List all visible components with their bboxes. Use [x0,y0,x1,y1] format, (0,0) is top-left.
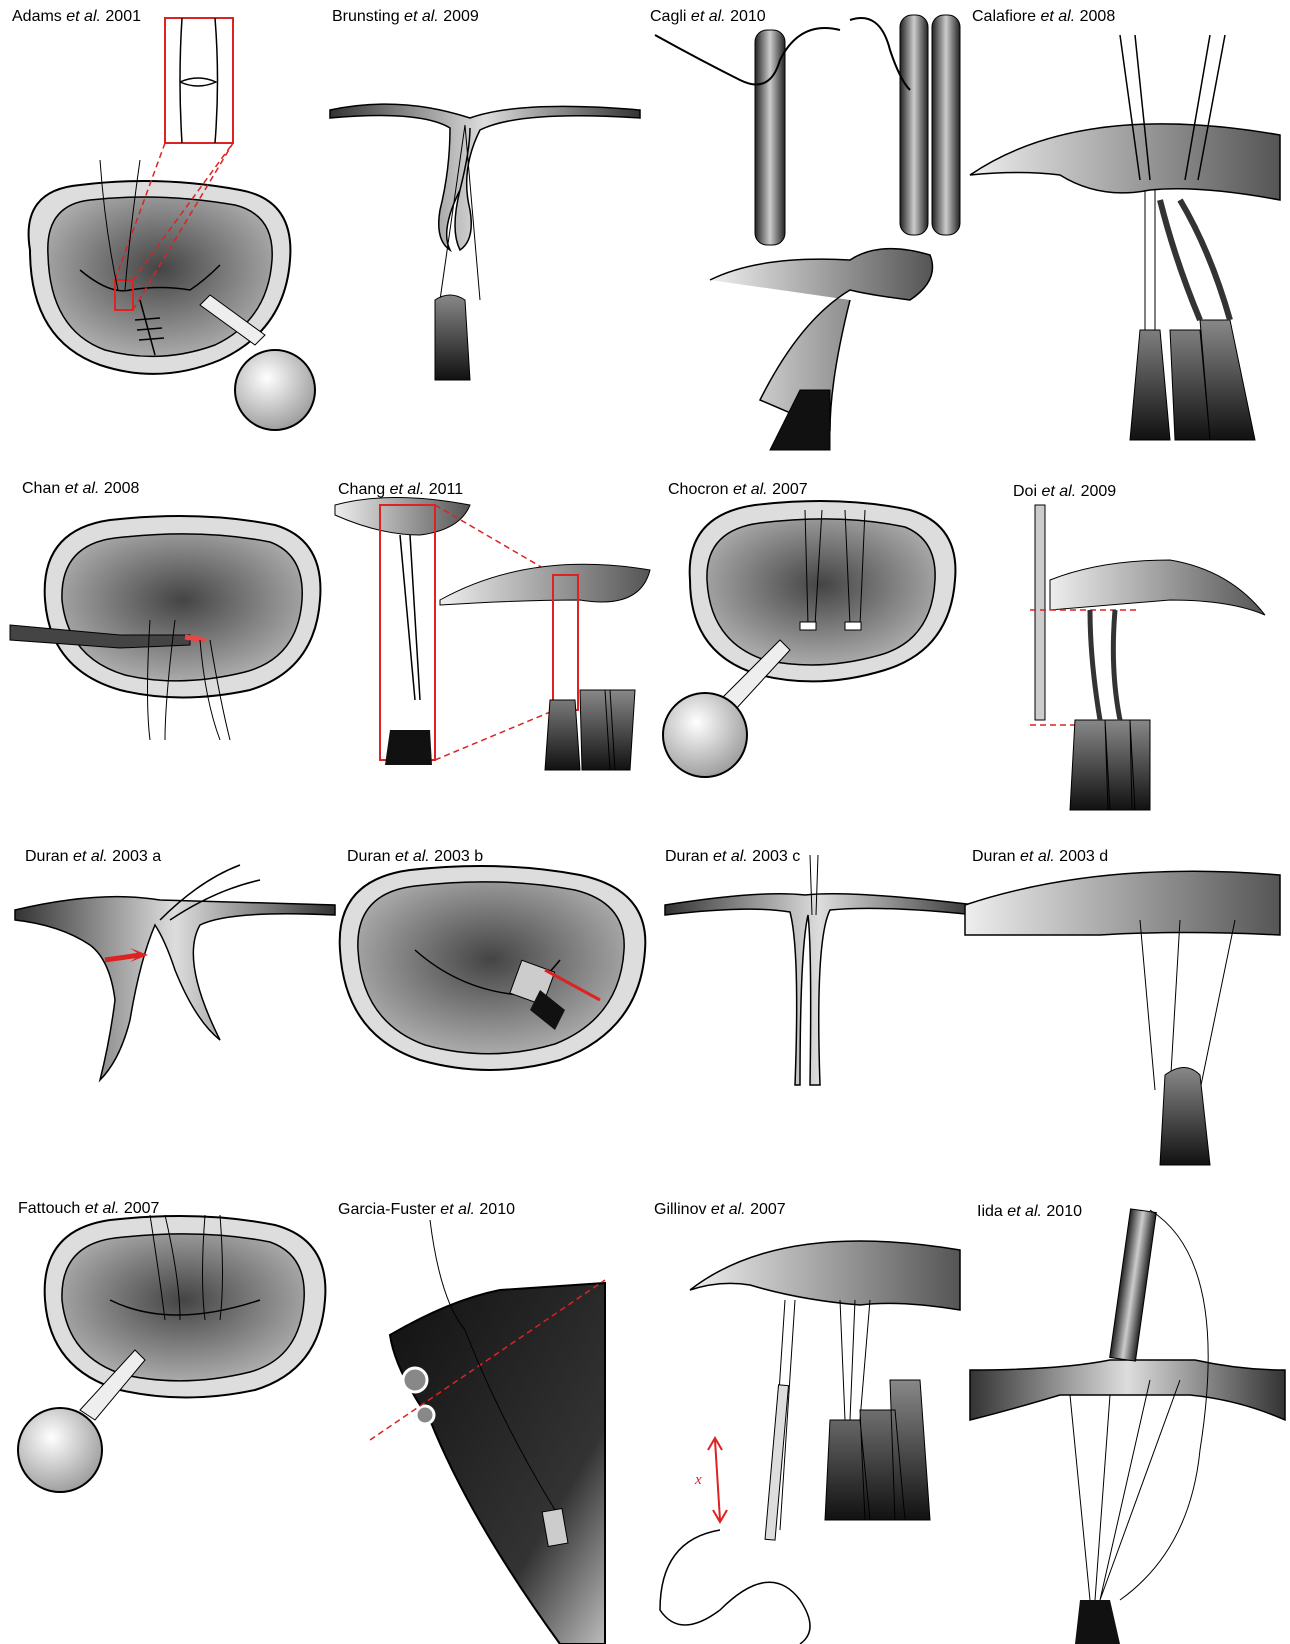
doi-illustration [1030,505,1265,810]
caption-chan: Chan et al. 2008 [22,480,139,498]
fattouch-illustration [18,1215,325,1492]
caption-gillinov: Gillinov et al. 2007 [654,1201,786,1219]
adams-illustration [29,18,315,430]
caption-chocron: Chocron et al. 2007 [668,481,808,499]
caption-adams: Adams et al. 2001 [12,8,141,26]
cagli-illustration [655,15,960,450]
caption-duran-a: Duran et al. 2003 a [25,848,161,866]
chang-illustration [335,498,650,771]
iida-illustration [970,1209,1285,1644]
caption-garcia-fuster: Garcia-Fuster et al. 2010 [338,1201,515,1219]
caption-fattouch: Fattouch et al. 2007 [18,1200,159,1218]
duran-b-illustration [340,866,646,1070]
duran-d-illustration [965,871,1280,1165]
caption-cagli: Cagli et al. 2010 [650,8,766,26]
calafiore-illustration [970,35,1280,440]
gillinov-illustration: x [660,1241,960,1644]
garcia-fuster-illustration [370,1220,605,1644]
caption-brunsting: Brunsting et al. 2009 [332,8,479,26]
caption-duran-c: Duran et al. 2003 c [665,848,800,866]
caption-doi: Doi et al. 2009 [1013,483,1116,501]
chan-illustration [10,516,320,740]
chocron-illustration [663,501,955,777]
caption-calafiore: Calafiore et al. 2008 [972,8,1115,26]
caption-iida: Iida et al. 2010 [977,1203,1082,1221]
duran-a-illustration [15,865,335,1080]
duran-c-illustration [665,855,975,1085]
brunsting-illustration [330,104,640,380]
caption-chang: Chang et al. 2011 [338,481,463,499]
caption-duran-d: Duran et al. 2003 d [972,848,1108,866]
caption-duran-b: Duran et al. 2003 b [347,848,483,866]
gillinov-measure-label: x [694,1472,702,1488]
